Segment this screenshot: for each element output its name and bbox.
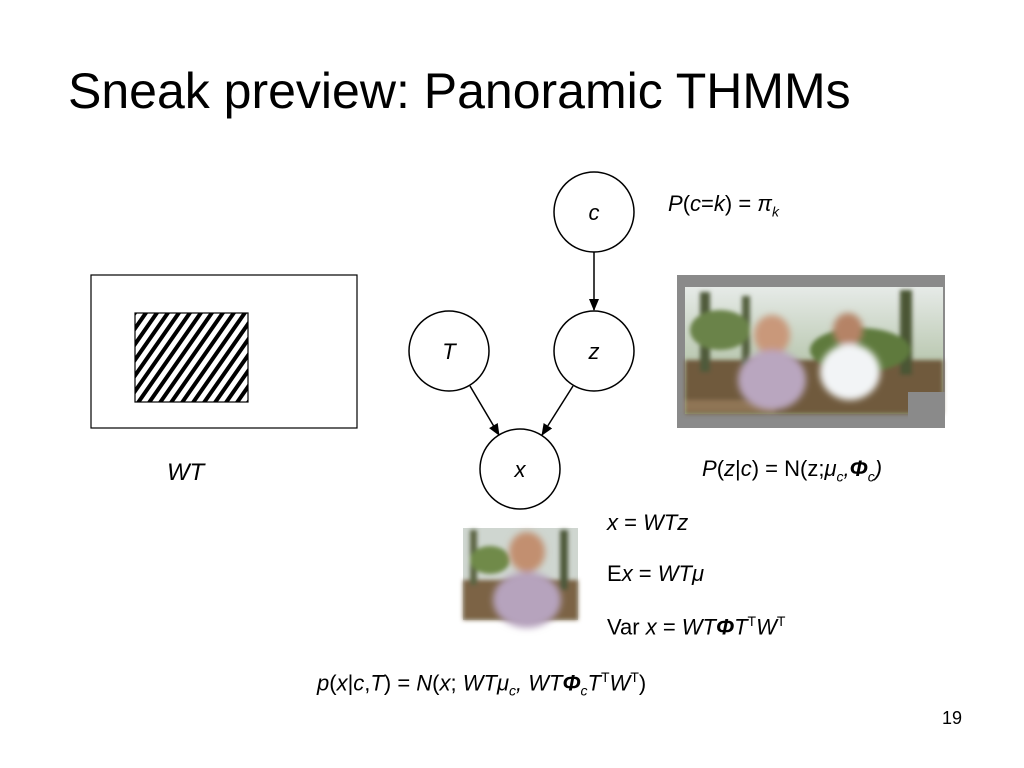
node-T-label: T [442, 339, 457, 364]
panorama-image [677, 275, 945, 428]
node-x: x [479, 428, 561, 510]
equation-variance: Var x = WTΦTTWT [607, 613, 786, 640]
edge-z-to-x [541, 385, 574, 436]
equation-expectation: Ex = WTμ [607, 561, 705, 586]
node-z-label: z [588, 339, 600, 364]
equation-likelihood: p(x|c,T) = N(x; WTμc, WTΦcTTWT) [317, 669, 647, 699]
edge-T-to-x [469, 385, 500, 436]
slide-title: Sneak preview: Panoramic THMMs [68, 63, 851, 119]
node-T: T [408, 310, 490, 392]
equation-prior-z: P(z|c) = N(z;μc,Φc) [702, 456, 883, 485]
node-c-label: c [589, 200, 600, 225]
node-x-label: x [514, 457, 527, 482]
node-z: z [553, 310, 635, 392]
window-label: WT [167, 459, 205, 486]
page-number: 19 [941, 708, 962, 728]
observed-image [463, 528, 578, 628]
hatched-sub-window [134, 312, 249, 403]
equation-prior-c: P(c=k) = πk [668, 191, 780, 220]
node-c: c [553, 171, 635, 253]
equation-x-definition: x = WTz [607, 510, 689, 535]
